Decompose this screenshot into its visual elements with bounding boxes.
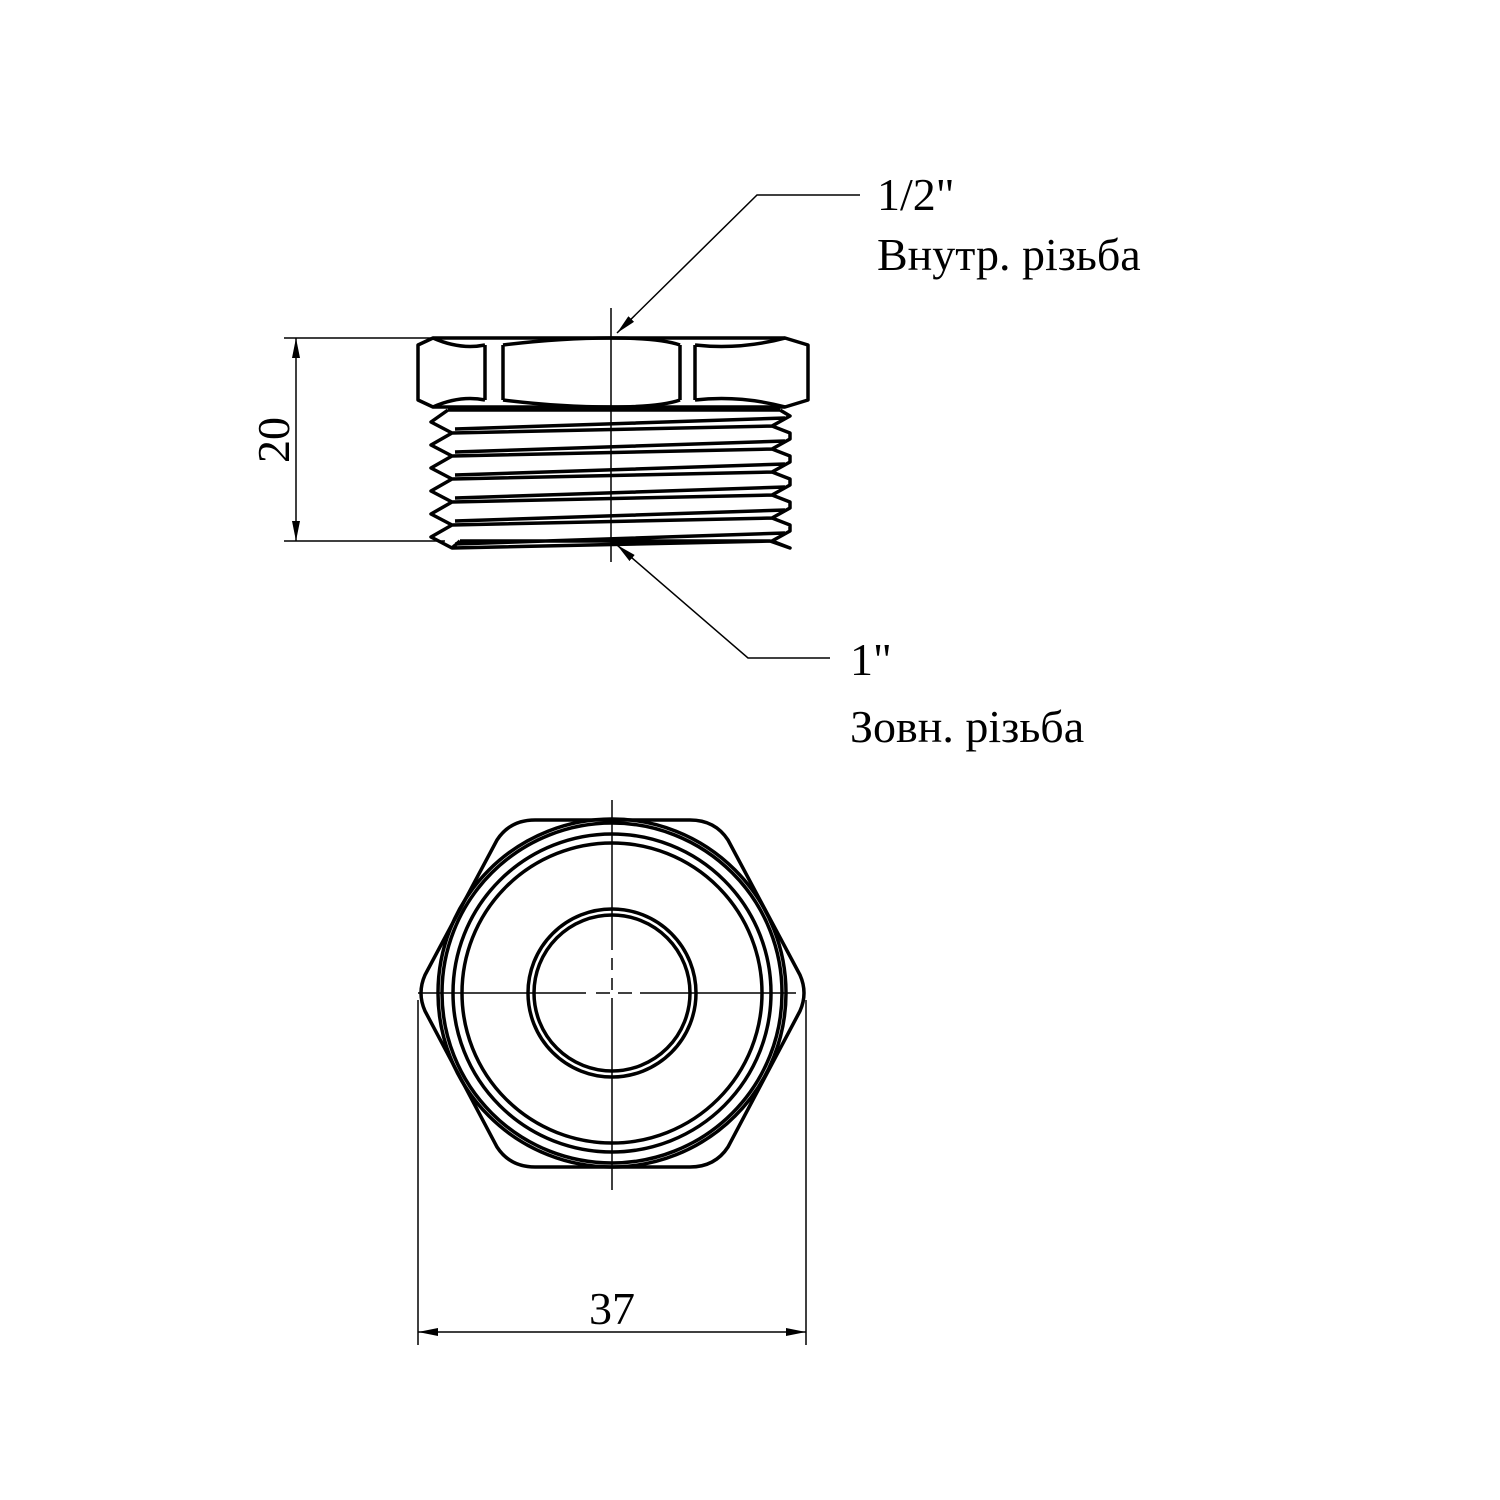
leader-inner-thread [616,194,860,334]
hex-outline [419,818,806,1169]
inner-thread-size: 1/2" [877,169,955,220]
outer-thread-label: Зовн. різьба [850,701,1084,752]
hex-body [416,336,810,409]
inner-thread-label: Внутр. різьба [877,229,1141,280]
leader-outer-thread [616,544,830,659]
width-dimension: 37 [589,1283,635,1334]
height-dimension: 20 [248,417,299,463]
outer-thread-size: 1" [850,634,892,685]
thread [429,408,792,550]
hex-facets [432,336,786,409]
side-view: 20 1/2" Внутр. різьба 1" Зовн. різьба [248,169,1141,752]
front-view: 37 [417,800,807,1345]
